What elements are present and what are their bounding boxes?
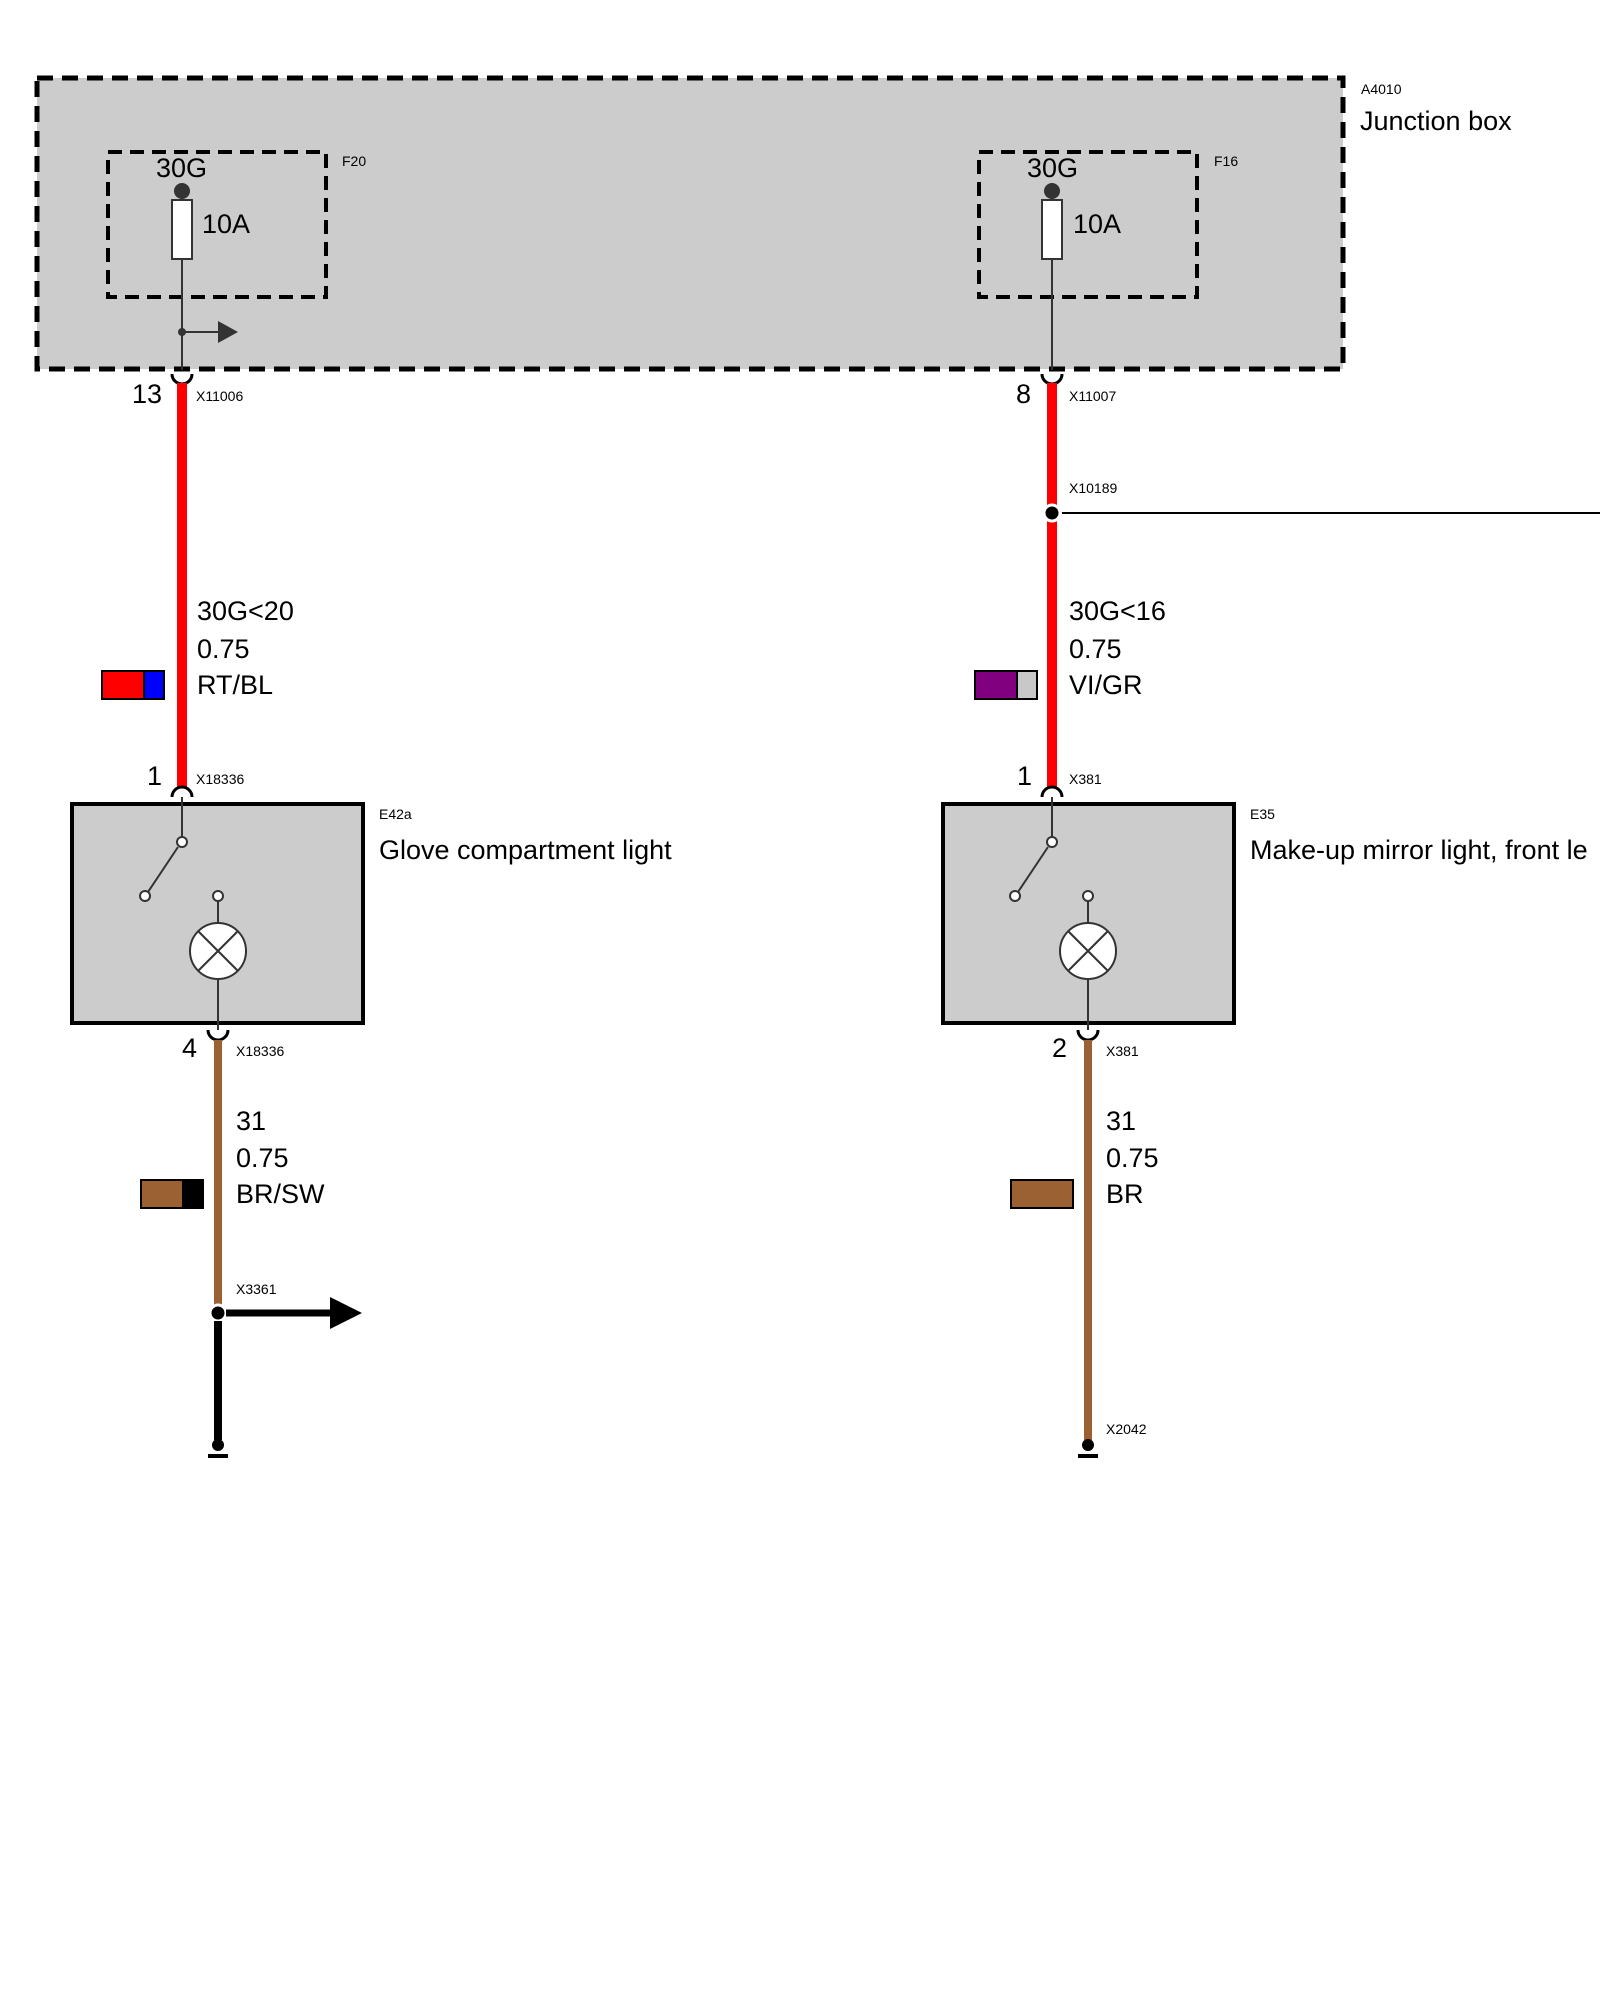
fuse-f16: F16 30G 10A	[977, 150, 1238, 370]
connector-icon	[170, 373, 194, 386]
connector-icon	[1040, 373, 1064, 386]
wire-signal: 30G<20	[197, 596, 294, 626]
connector-icon	[1040, 785, 1064, 798]
ground-id: X2042	[1106, 1421, 1147, 1437]
connector-id: X11006	[196, 388, 243, 404]
connector-pin: 1	[1017, 761, 1032, 791]
connector-icon	[1076, 1029, 1100, 1042]
fuse-rating: 10A	[1073, 209, 1121, 239]
wire-color-code: VI/GR	[1069, 670, 1143, 700]
fuse-icon	[171, 199, 193, 260]
circuit-makeup-mirror: 8 X11007 X10189 30G<16 0.75 VI/GR 1 X381…	[941, 373, 1600, 1458]
splice-node	[1042, 503, 1062, 523]
connector-id: X381	[1069, 771, 1102, 787]
wire-color-swatch	[974, 670, 1038, 700]
wire-signal: 31	[236, 1106, 266, 1136]
connector-pin: 4	[182, 1033, 197, 1063]
connector-pin: 13	[132, 379, 162, 409]
junction-box-outline	[34, 75, 1346, 372]
switch-icon	[139, 797, 224, 902]
junction-box-id: A4010	[1361, 81, 1402, 97]
ground-icon	[1078, 1439, 1098, 1458]
connector-pin: 8	[1016, 379, 1031, 409]
wire-color-swatch	[101, 670, 165, 700]
connector-id: X18336	[196, 771, 244, 787]
fuse-terminal: 30G	[156, 153, 207, 183]
connector-icon	[170, 785, 194, 798]
lamp-icon	[189, 901, 247, 1030]
junction-box-name: Junction box	[1360, 106, 1512, 136]
component-id: E42a	[379, 806, 412, 822]
fuse-icon	[1041, 199, 1063, 260]
component-name: Glove compartment light	[379, 835, 672, 865]
arrow-right-icon	[218, 321, 238, 343]
connector-pin: 2	[1052, 1033, 1067, 1063]
connector-id: X11007	[1069, 388, 1116, 404]
fuse-id: F16	[1214, 153, 1238, 169]
ground-icon	[208, 1439, 228, 1458]
fuse-f20: F20 30G 10A	[106, 150, 366, 370]
wire-signal: 30G<16	[1069, 596, 1166, 626]
component-name: Make-up mirror light, front le	[1250, 835, 1588, 865]
connector-id: X381	[1106, 1043, 1139, 1059]
fuse-id: F20	[342, 153, 366, 169]
fuse-terminal: 30G	[1027, 153, 1078, 183]
fuse-rating: 10A	[202, 209, 250, 239]
junction-box: A4010 Junction box	[34, 75, 1512, 372]
splice-node	[208, 1303, 228, 1323]
wire-color-swatch	[140, 1179, 204, 1209]
wire-color-code: BR/SW	[236, 1179, 325, 1209]
wire-color-code: BR	[1106, 1179, 1144, 1209]
connector-pin: 1	[147, 761, 162, 791]
connector-id: X18336	[236, 1043, 284, 1059]
wire-signal: 31	[1106, 1106, 1136, 1136]
wire-size: 0.75	[1106, 1143, 1159, 1173]
switch-icon	[1009, 797, 1094, 902]
wire-size: 0.75	[236, 1143, 289, 1173]
circuit-glove-compartment: 13 X11006 30G<20 0.75 RT/BL 1 X18336 E42…	[70, 373, 672, 1458]
arrow-right-icon	[330, 1297, 362, 1329]
wire-size: 0.75	[197, 634, 250, 664]
wire-size: 0.75	[1069, 634, 1122, 664]
splice-id: X3361	[236, 1281, 277, 1297]
component-id: E35	[1250, 806, 1275, 822]
wire-color-code: RT/BL	[197, 670, 273, 700]
splice-id: X10189	[1069, 480, 1117, 496]
wire-color-swatch	[1010, 1179, 1074, 1209]
lamp-icon	[1059, 901, 1117, 1030]
connector-icon	[206, 1029, 230, 1042]
